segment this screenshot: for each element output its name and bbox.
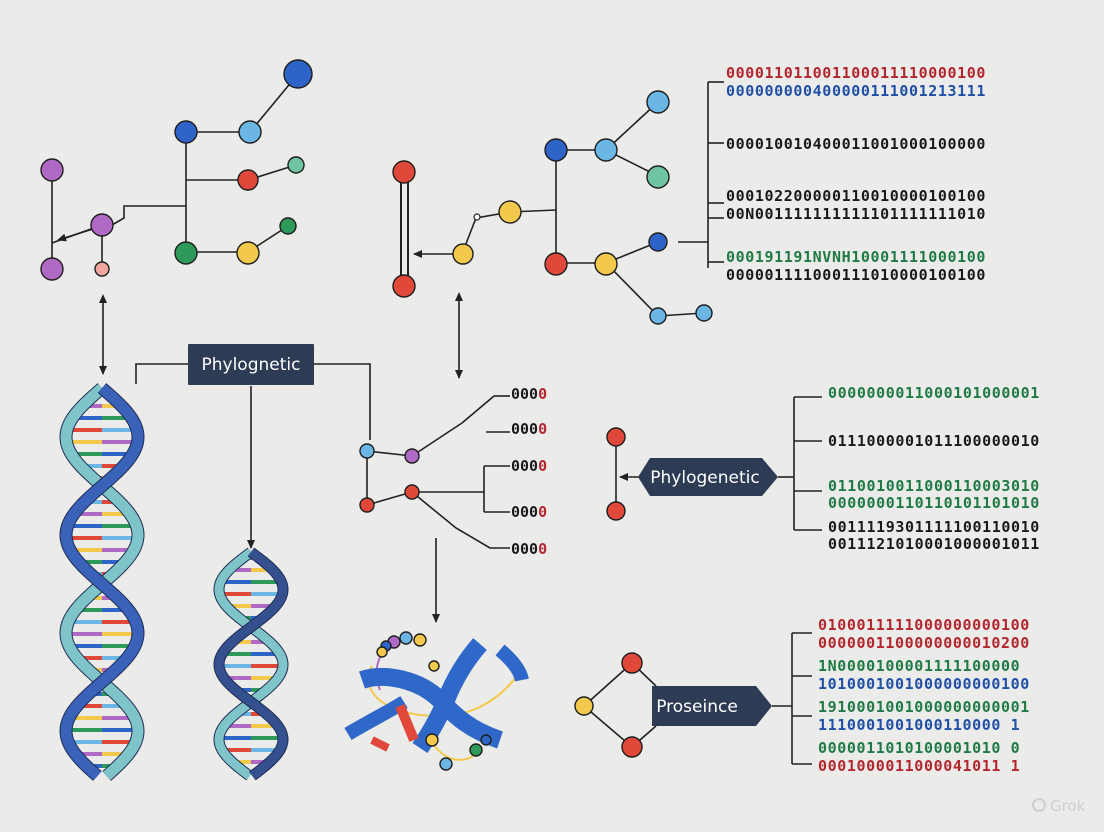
- node-yellow: [428, 660, 440, 672]
- node-blue: [544, 138, 568, 162]
- node-purple: [404, 448, 420, 464]
- node-light-blue: [646, 90, 670, 114]
- sequence-line: 1N0000100001111100000: [818, 657, 1020, 675]
- sequence-line: 0011119301111100110010: [828, 518, 1040, 536]
- node-blue: [648, 232, 668, 252]
- label-phylognetic-text: Phylognetic: [202, 355, 301, 375]
- node-purple: [40, 158, 64, 182]
- node-red: [392, 160, 416, 184]
- node-yellow: [413, 633, 427, 647]
- label-proseince-shape: [652, 686, 772, 726]
- node-light-blue: [695, 304, 713, 322]
- node-yellow: [376, 646, 388, 658]
- sequence-line: 1910001001000000000001: [818, 698, 1030, 716]
- short-code: 0000: [511, 420, 547, 438]
- node-red: [544, 252, 568, 276]
- node-red: [621, 652, 643, 674]
- node-light-blue: [399, 631, 413, 645]
- node-blue: [174, 120, 198, 144]
- phylogenetic-group: Phylogenetic: [606, 396, 822, 531]
- node-green: [469, 743, 483, 757]
- sequences-bottom: 0100011111000000000100 00000011000000000…: [818, 616, 1030, 775]
- sequence-line: 0110010011000110003010: [828, 477, 1040, 495]
- dna-strand-front: [60, 383, 144, 781]
- tree-top-left: [40, 59, 313, 281]
- short-code: 0000: [511, 457, 547, 475]
- sequence-line: 0000000110110101101010: [828, 494, 1040, 512]
- dna-strand-front: [214, 548, 288, 780]
- watermark-text: Grok: [1050, 797, 1086, 815]
- protein-ribbon: [344, 631, 529, 771]
- label-phylognetic: Phylognetic: [188, 344, 314, 385]
- sequence-line: 0000001100000000010200: [818, 634, 1030, 652]
- node-yellow: [574, 696, 594, 716]
- sequence-line: 1110001001000110000 1: [818, 716, 1020, 734]
- node-red: [621, 736, 643, 758]
- short-code: 0000: [511, 503, 547, 521]
- dna-helix-large: [59, 383, 145, 781]
- label-phylogenetic-shape: [638, 458, 778, 496]
- node-green: [279, 217, 297, 235]
- node-light-blue: [359, 443, 375, 459]
- label-proseince-text: Proseince: [656, 697, 738, 717]
- sequence-line: 000001111000111010000100100: [726, 266, 986, 284]
- sequence-line: 000191191NVNH10001111000100: [726, 248, 986, 266]
- connector-phylognetic: [135, 363, 371, 549]
- label-phylogenetic-text: Phylogenetic: [650, 468, 759, 488]
- node-yellow: [498, 200, 522, 224]
- node-yellow: [594, 252, 618, 276]
- dna-helix-small: [213, 547, 289, 781]
- sequence-line: 000000000400000111001213111: [726, 82, 986, 100]
- watermark: Grok: [1032, 797, 1086, 815]
- node-yellow: [425, 733, 439, 747]
- node-purple: [90, 213, 114, 237]
- node-red: [404, 484, 420, 500]
- dna-strand-back: [214, 548, 288, 780]
- node-blue: [283, 59, 313, 89]
- sequence-line: 0000000011000101000001: [828, 384, 1040, 402]
- sequences-top: 000011011001100011110000100 000000000400…: [726, 64, 986, 284]
- node-teal: [646, 165, 670, 189]
- bracket-top: [678, 81, 724, 268]
- short-code: 0000: [511, 540, 547, 558]
- sequence-line: 0011121010001000001011: [828, 535, 1040, 553]
- sequence-line: 000011011001100011110000100: [726, 64, 986, 82]
- sequence-line: 00N001111111111101111111010: [726, 205, 986, 223]
- node-red: [359, 497, 375, 513]
- node-teal: [287, 156, 305, 174]
- short-codes: 0000 0000 0000 0000 0000: [511, 385, 547, 558]
- short-code: 0000: [511, 385, 547, 403]
- node-light-blue: [439, 757, 453, 771]
- tree-top-center: [392, 90, 713, 325]
- sequence-line: 000010010400011001000100000: [726, 135, 986, 153]
- node-light-blue: [238, 120, 262, 144]
- node-red: [237, 169, 259, 191]
- node-yellow: [236, 241, 260, 265]
- node-light-blue: [594, 138, 618, 162]
- node-blue: [480, 734, 492, 746]
- sequence-line: 1010001001000000000100: [818, 675, 1030, 693]
- proseince-group: Proseince: [574, 632, 812, 765]
- sequence-line: 0000011010100001010 0: [818, 739, 1020, 757]
- sequence-line: 0111000001011100000010: [828, 432, 1040, 450]
- tree-mid-center: [359, 395, 510, 623]
- node-red: [392, 274, 416, 298]
- sequence-line: 000102200000110010000100100: [726, 187, 986, 205]
- node-pink: [94, 261, 110, 277]
- sequence-line: 0100011111000000000100: [818, 616, 1030, 634]
- node-red: [606, 427, 626, 447]
- sequences-mid: 0000000011000101000001 01110000010111000…: [828, 384, 1040, 553]
- node-red: [606, 501, 626, 521]
- node-purple: [40, 257, 64, 281]
- node-green: [174, 241, 198, 265]
- node-light-blue: [649, 307, 667, 325]
- sequence-line: 0001000011000041011 1: [818, 757, 1020, 775]
- node-yellow: [452, 243, 474, 265]
